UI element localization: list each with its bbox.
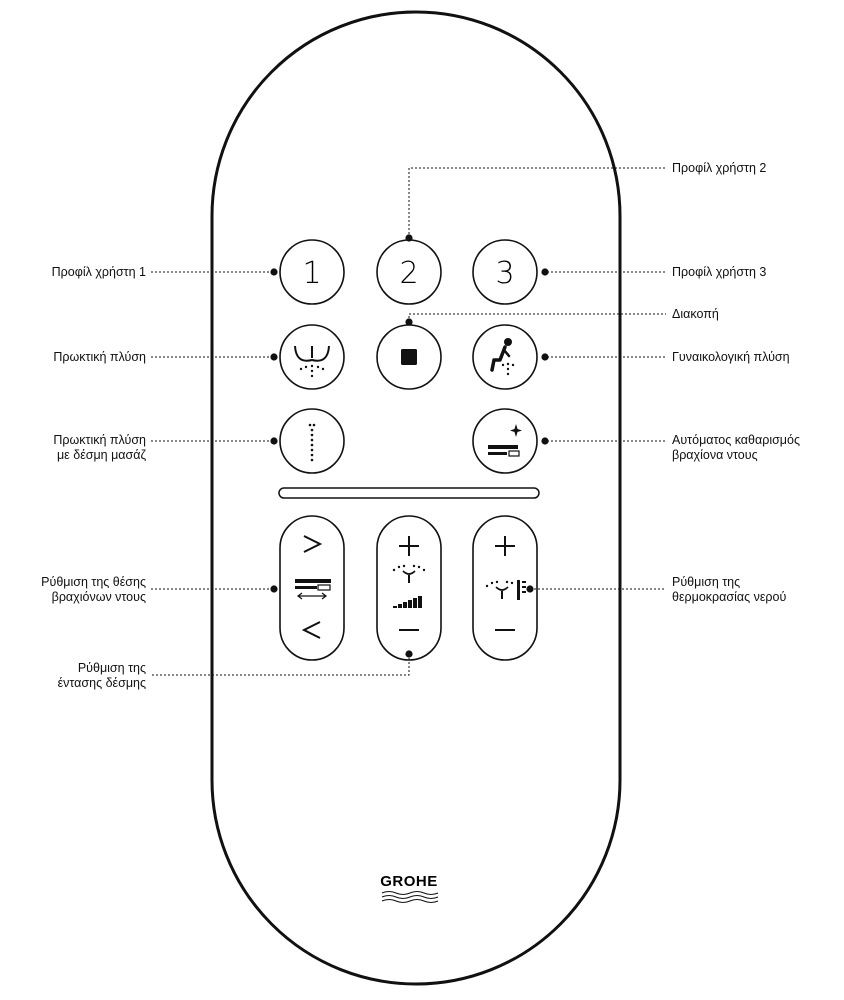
leader-dots [270,234,549,658]
label-profile-2: Προφίλ χρήστη 2 [672,161,767,175]
lady-wash-button[interactable] [472,324,538,390]
arm-position-control[interactable] [279,515,345,661]
leader-lines [151,167,666,676]
massage-wash-button[interactable] [279,408,345,474]
profile-3-button[interactable]: 3 [472,239,538,305]
profile-1-button[interactable]: 1 [279,239,345,305]
nozzle-clean-icon [488,424,522,457]
label-rear-wash: Πρωκτική πλύση [53,350,146,364]
chevron-right-icon[interactable] [303,535,323,553]
stop-button[interactable] [376,324,442,390]
label-auto-clean: Αυτόματος καθαρισμός βραχίονα ντους [672,433,800,462]
label-arm-position: Ρύθμιση της θέσης βραχιόνων ντους [41,575,146,604]
label-stop: Διακοπή [672,307,719,321]
grohe-logo: GROHE [380,873,439,904]
profile-3-icon: 3 [495,256,514,291]
rear-wash-button[interactable] [279,324,345,390]
label-spray-intensity: Ρύθμιση της έντασης δέσμης [57,661,146,690]
spray-icon [392,564,426,583]
shower-arm-icon [295,579,331,600]
divider-bar [278,487,540,499]
label-lady-wash: Γυναικολογική πλύση [672,350,790,364]
chevron-left-icon[interactable] [301,621,321,639]
auto-clean-button[interactable] [472,408,538,474]
profile-1-icon: 1 [302,256,321,291]
label-massage-wash: Πρωκτική πλύση με δέσμη μασάζ [53,433,146,462]
temperature-spray-icon [485,580,526,600]
intensity-bars-icon [393,596,422,608]
rear-wash-icon [294,345,330,362]
label-profile-1: Προφίλ χρήστη 1 [51,265,146,279]
profile-2-icon: 2 [399,256,418,291]
label-water-temperature: Ρύθμιση της θερμοκρασίας νερού [672,575,787,604]
water-temperature-control[interactable] [472,515,538,661]
spray-intensity-control[interactable] [376,515,442,661]
stop-square-icon [401,349,417,365]
plus-icon[interactable] [399,536,419,556]
plus-icon[interactable] [495,536,515,556]
lady-wash-icon [490,338,515,376]
profile-2-button[interactable]: 2 [376,239,442,305]
label-profile-3: Προφίλ χρήστη 3 [672,265,767,279]
massage-spray-icon [308,423,316,462]
svg-text:GROHE: GROHE [380,873,438,890]
